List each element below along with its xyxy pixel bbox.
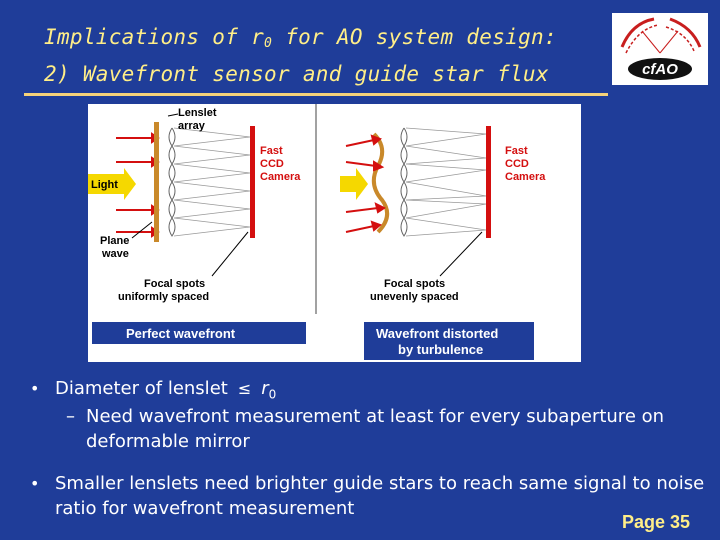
title-divider xyxy=(24,93,608,96)
focal-spots-left-1: Focal spots xyxy=(144,278,205,290)
left-panel: Light xyxy=(88,107,306,344)
caption-box-right xyxy=(364,322,534,360)
camera-label-right-3: Camera xyxy=(505,171,546,183)
plane-wave-label-1: Plane xyxy=(100,235,129,247)
bullet-marker: • xyxy=(30,379,40,398)
page-number: Page 35 xyxy=(622,512,691,532)
light-label: Light xyxy=(91,179,118,191)
lenslet-label-1: Lenslet xyxy=(178,107,217,119)
caption-distorted-2: by turbulence xyxy=(398,342,483,357)
distorted-arrows xyxy=(345,134,386,233)
distorted-wavefront xyxy=(371,132,390,234)
shack-hartmann-diagram: Light xyxy=(88,104,581,362)
focal-spots-right-1: Focal spots xyxy=(384,278,445,290)
caption-box-left xyxy=(92,322,306,344)
title-line-1: Implications of r0 for AO system design: xyxy=(44,25,557,51)
camera-label-right-2: CCD xyxy=(505,158,529,170)
focal-spots-right-2: unevenly spaced xyxy=(370,291,459,303)
ccd-camera-left xyxy=(250,126,255,238)
ccd-camera-right xyxy=(486,126,491,238)
camera-label-left-2: CCD xyxy=(260,158,284,170)
plane-wave-label-2: wave xyxy=(101,248,129,260)
focal-spots-left-2: uniformly spaced xyxy=(118,291,209,303)
light-arrow-body xyxy=(88,174,124,194)
light-arrow-right xyxy=(340,168,368,200)
cfao-logo: cfAO xyxy=(612,13,708,85)
lenslet-label-2: array xyxy=(178,120,206,132)
right-panel: Fast CCD Camera Focal spots unevenly spa… xyxy=(340,126,546,360)
camera-label-left-3: Camera xyxy=(260,171,301,183)
title-line-2: 2) Wavefront sensor and guide star flux xyxy=(44,62,549,86)
camera-label-right-1: Fast xyxy=(505,145,528,157)
plane-wave-front xyxy=(154,122,159,242)
caption-perfect-wavefront: Perfect wavefront xyxy=(126,326,236,341)
camera-label-left-1: Fast xyxy=(260,145,283,157)
caption-distorted-1: Wavefront distorted xyxy=(376,326,498,341)
sub-bullet-marker: – xyxy=(66,406,75,427)
slide-title: Implications of r0 for AO system design:… xyxy=(44,22,557,90)
logo-text: cfAO xyxy=(642,61,678,78)
bullet-marker: • xyxy=(30,474,40,493)
